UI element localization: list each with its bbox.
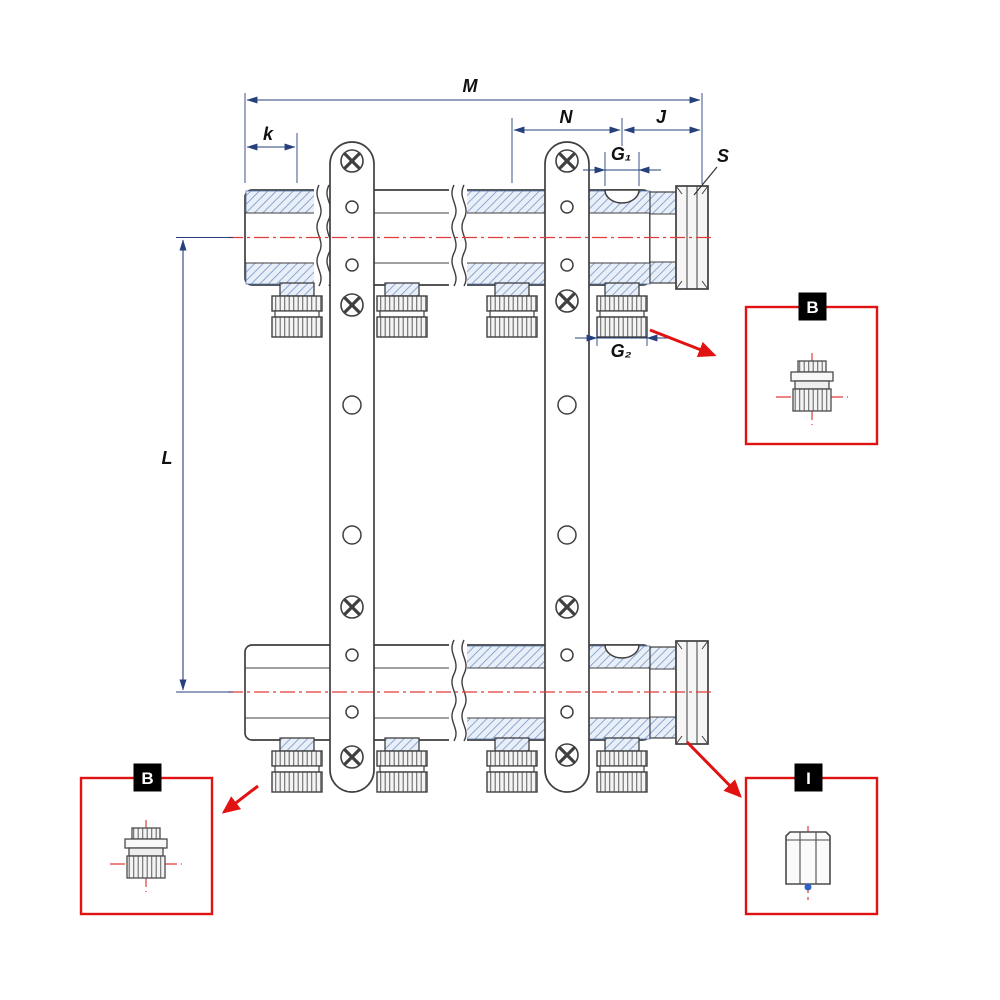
top-outlet-row bbox=[271, 282, 648, 338]
top-bar-hatch-left-lower bbox=[245, 262, 324, 285]
top-bar-break-right bbox=[448, 184, 468, 287]
outlet-connector bbox=[376, 737, 428, 793]
top-bar-hatch-left-upper bbox=[245, 190, 324, 214]
rail-hole bbox=[557, 525, 577, 545]
outlet-connector bbox=[596, 737, 648, 793]
rail-hole bbox=[345, 705, 359, 719]
dimension-n: N bbox=[513, 107, 621, 134]
outlet-connector bbox=[596, 282, 648, 338]
rail-hole bbox=[560, 705, 574, 719]
detail-tag-label-b-top: B bbox=[806, 298, 818, 317]
detail-tag-b-top bbox=[798, 292, 827, 321]
detail-arrow-b-bottom bbox=[221, 784, 259, 814]
rail-hole bbox=[560, 200, 574, 214]
detail-box-b-top-right: B bbox=[744, 292, 879, 446]
detail-box-b-bottom-left: B bbox=[79, 763, 214, 916]
phillips-screw bbox=[554, 742, 580, 768]
dimension-label-l: L bbox=[162, 448, 173, 468]
bottom-outlet-row bbox=[271, 737, 648, 793]
dimension-j: J bbox=[623, 107, 701, 134]
rail-hole bbox=[557, 395, 577, 415]
dimension-g2: G₂ bbox=[575, 334, 669, 361]
phillips-screw bbox=[339, 594, 365, 620]
right-mounting-rail bbox=[544, 141, 590, 793]
dimension-label-k: k bbox=[263, 124, 274, 144]
left-mounting-rail bbox=[329, 141, 375, 793]
outlet-connector bbox=[486, 282, 538, 338]
dimension-label-j: J bbox=[656, 107, 667, 127]
phillips-screw bbox=[339, 744, 365, 770]
outlet-connector bbox=[376, 282, 428, 338]
dimension-label-g1: G₁ bbox=[611, 144, 631, 164]
phillips-screw bbox=[554, 288, 580, 314]
phillips-screw bbox=[554, 148, 580, 174]
rail-hole bbox=[345, 200, 359, 214]
dimension-label-s: S bbox=[717, 146, 729, 166]
bottom-bar-break bbox=[448, 639, 468, 742]
rail-hole bbox=[560, 258, 574, 272]
rail-hole bbox=[342, 525, 362, 545]
rail-hole bbox=[345, 258, 359, 272]
phillips-screw bbox=[554, 594, 580, 620]
detail-tag-b-bottom bbox=[133, 763, 162, 792]
detail-tag-label-i: I bbox=[806, 769, 811, 788]
dimensions: M N J k G₁ G₂ bbox=[162, 76, 729, 693]
detail-tag-i bbox=[794, 763, 823, 792]
dimension-label-g2: G₂ bbox=[611, 341, 632, 361]
dimension-s: S bbox=[693, 146, 729, 196]
outlet-connector bbox=[486, 737, 538, 793]
outlet-connector bbox=[271, 737, 323, 793]
rail-hole bbox=[345, 648, 359, 662]
dimension-m: M bbox=[246, 76, 701, 104]
top-bar-notch bbox=[604, 189, 640, 204]
dimension-label-n: N bbox=[560, 107, 574, 127]
dimension-g1: G₁ bbox=[583, 144, 661, 174]
detail-box-i-bottom-right: I bbox=[744, 763, 879, 916]
dimension-label-m: M bbox=[463, 76, 479, 96]
outlet-connector bbox=[271, 282, 323, 338]
dimension-l: L bbox=[162, 239, 187, 691]
phillips-screw bbox=[339, 148, 365, 174]
rail-hole bbox=[560, 648, 574, 662]
detail-arrow-b-top bbox=[649, 328, 717, 357]
rail-hole bbox=[342, 395, 362, 415]
phillips-screw bbox=[339, 292, 365, 318]
bottom-bar-notch bbox=[604, 644, 640, 659]
s-leader-line bbox=[693, 166, 718, 196]
detail-tag-label-b-bottom: B bbox=[141, 769, 153, 788]
detail-arrow-i bbox=[685, 740, 742, 798]
dimension-k: k bbox=[246, 124, 296, 151]
